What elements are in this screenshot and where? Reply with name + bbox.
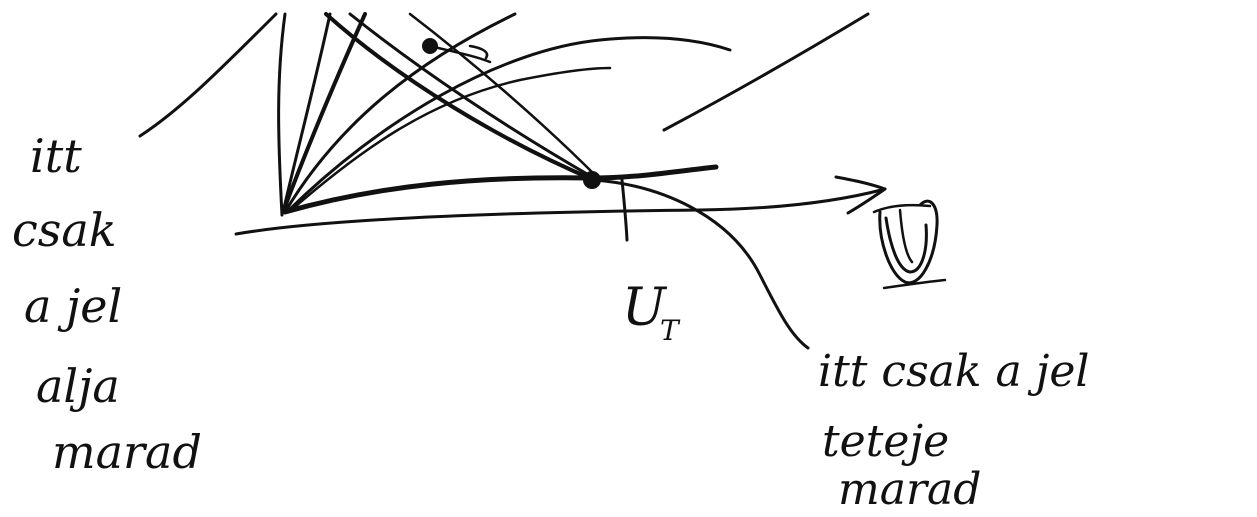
left-note-line-5: marad	[52, 425, 202, 479]
x-axis-label-scribble	[872, 199, 947, 290]
threshold-curve	[282, 164, 810, 350]
left-note-line-2: csak	[12, 203, 117, 257]
threshold-label-sub: T	[660, 314, 681, 347]
curve-family	[277, 12, 732, 217]
threshold-point	[583, 171, 601, 189]
right-pointer-line	[662, 12, 870, 132]
x-axis-label: U	[890, 215, 936, 275]
threshold-marker	[620, 178, 629, 242]
threshold-label-main: U	[622, 278, 668, 338]
left-note-line-3: a jel	[24, 279, 122, 333]
right-annotation: itt csak a jel teteje marad	[818, 346, 1090, 515]
threshold-label: U T	[622, 278, 681, 347]
left-annotation: itt csak a jel alja marad	[12, 129, 202, 479]
x-axis	[234, 175, 887, 236]
curve-points	[422, 38, 601, 189]
left-note-line-4: alja	[36, 359, 120, 413]
right-note-line-1: itt csak a jel	[818, 346, 1090, 397]
right-note-line-2: teteje	[822, 416, 949, 467]
top-point	[422, 38, 438, 54]
left-note-line-1: itt	[30, 129, 82, 183]
left-pointer-line	[138, 12, 278, 138]
right-note-line-3: marad	[838, 464, 981, 515]
